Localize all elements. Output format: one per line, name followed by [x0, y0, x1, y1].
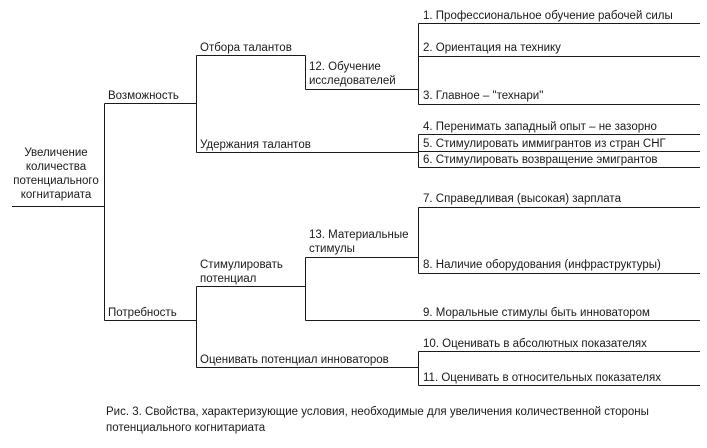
root-line: когнитариата — [20, 189, 92, 201]
leaf-7: 7. Справедливая (высокая) зарплата — [423, 193, 621, 205]
leaf-8: 8. Наличие оборудования (инфраструктуры) — [423, 259, 661, 271]
node-12: 12. Обучение исследователей — [309, 60, 396, 88]
node-stimulate-line: Стимулировать — [200, 259, 283, 271]
leaf-1: 1. Профессиональное обучение рабочей сил… — [423, 10, 673, 22]
leaf-6: 6. Стимулировать возвращение эмигрантов — [423, 154, 658, 166]
node-need: Потребность — [108, 307, 177, 319]
node-select-talents: Отбора талантов — [200, 42, 292, 54]
node-stimulate-potential: Стимулировать потенциал — [200, 258, 283, 286]
root-line: потенциального — [13, 175, 99, 187]
node-retain-talents: Удержания талантов — [200, 139, 311, 151]
root-node: Увеличение количества потенциального ког… — [8, 146, 104, 202]
leaf-2: 2. Ориентация на технику — [423, 42, 561, 54]
leaf-4: 4. Перенимать западный опыт – не зазорно — [423, 121, 657, 133]
leaf-5: 5. Стимулировать иммигрантов из стран СН… — [423, 138, 666, 150]
node-13-line: стимулы — [309, 243, 355, 255]
node-12-line: исследователей — [309, 75, 396, 87]
node-opportunity: Возможность — [108, 90, 179, 102]
node-stimulate-line: потенциал — [200, 273, 257, 285]
root-line: количества — [25, 161, 87, 173]
figure-caption: Рис. 3. Свойства, характеризующие услови… — [106, 406, 649, 434]
node-12-line: 12. Обучение — [309, 61, 381, 73]
node-13: 13. Материальные стимулы — [309, 228, 409, 256]
node-evaluate-innovators: Оценивать потенциал инноваторов — [200, 354, 389, 366]
leaf-10: 10. Оценивать в абсолютных показателях — [423, 338, 647, 350]
leaf-11: 11. Оценивать в относительных показателя… — [423, 372, 661, 384]
leaf-9: 9. Моральные стимулы быть инноватором — [423, 307, 650, 319]
leaf-3: 3. Главное – "технари" — [423, 90, 544, 102]
root-line: Увеличение — [24, 147, 88, 159]
node-13-line: 13. Материальные — [309, 229, 409, 241]
